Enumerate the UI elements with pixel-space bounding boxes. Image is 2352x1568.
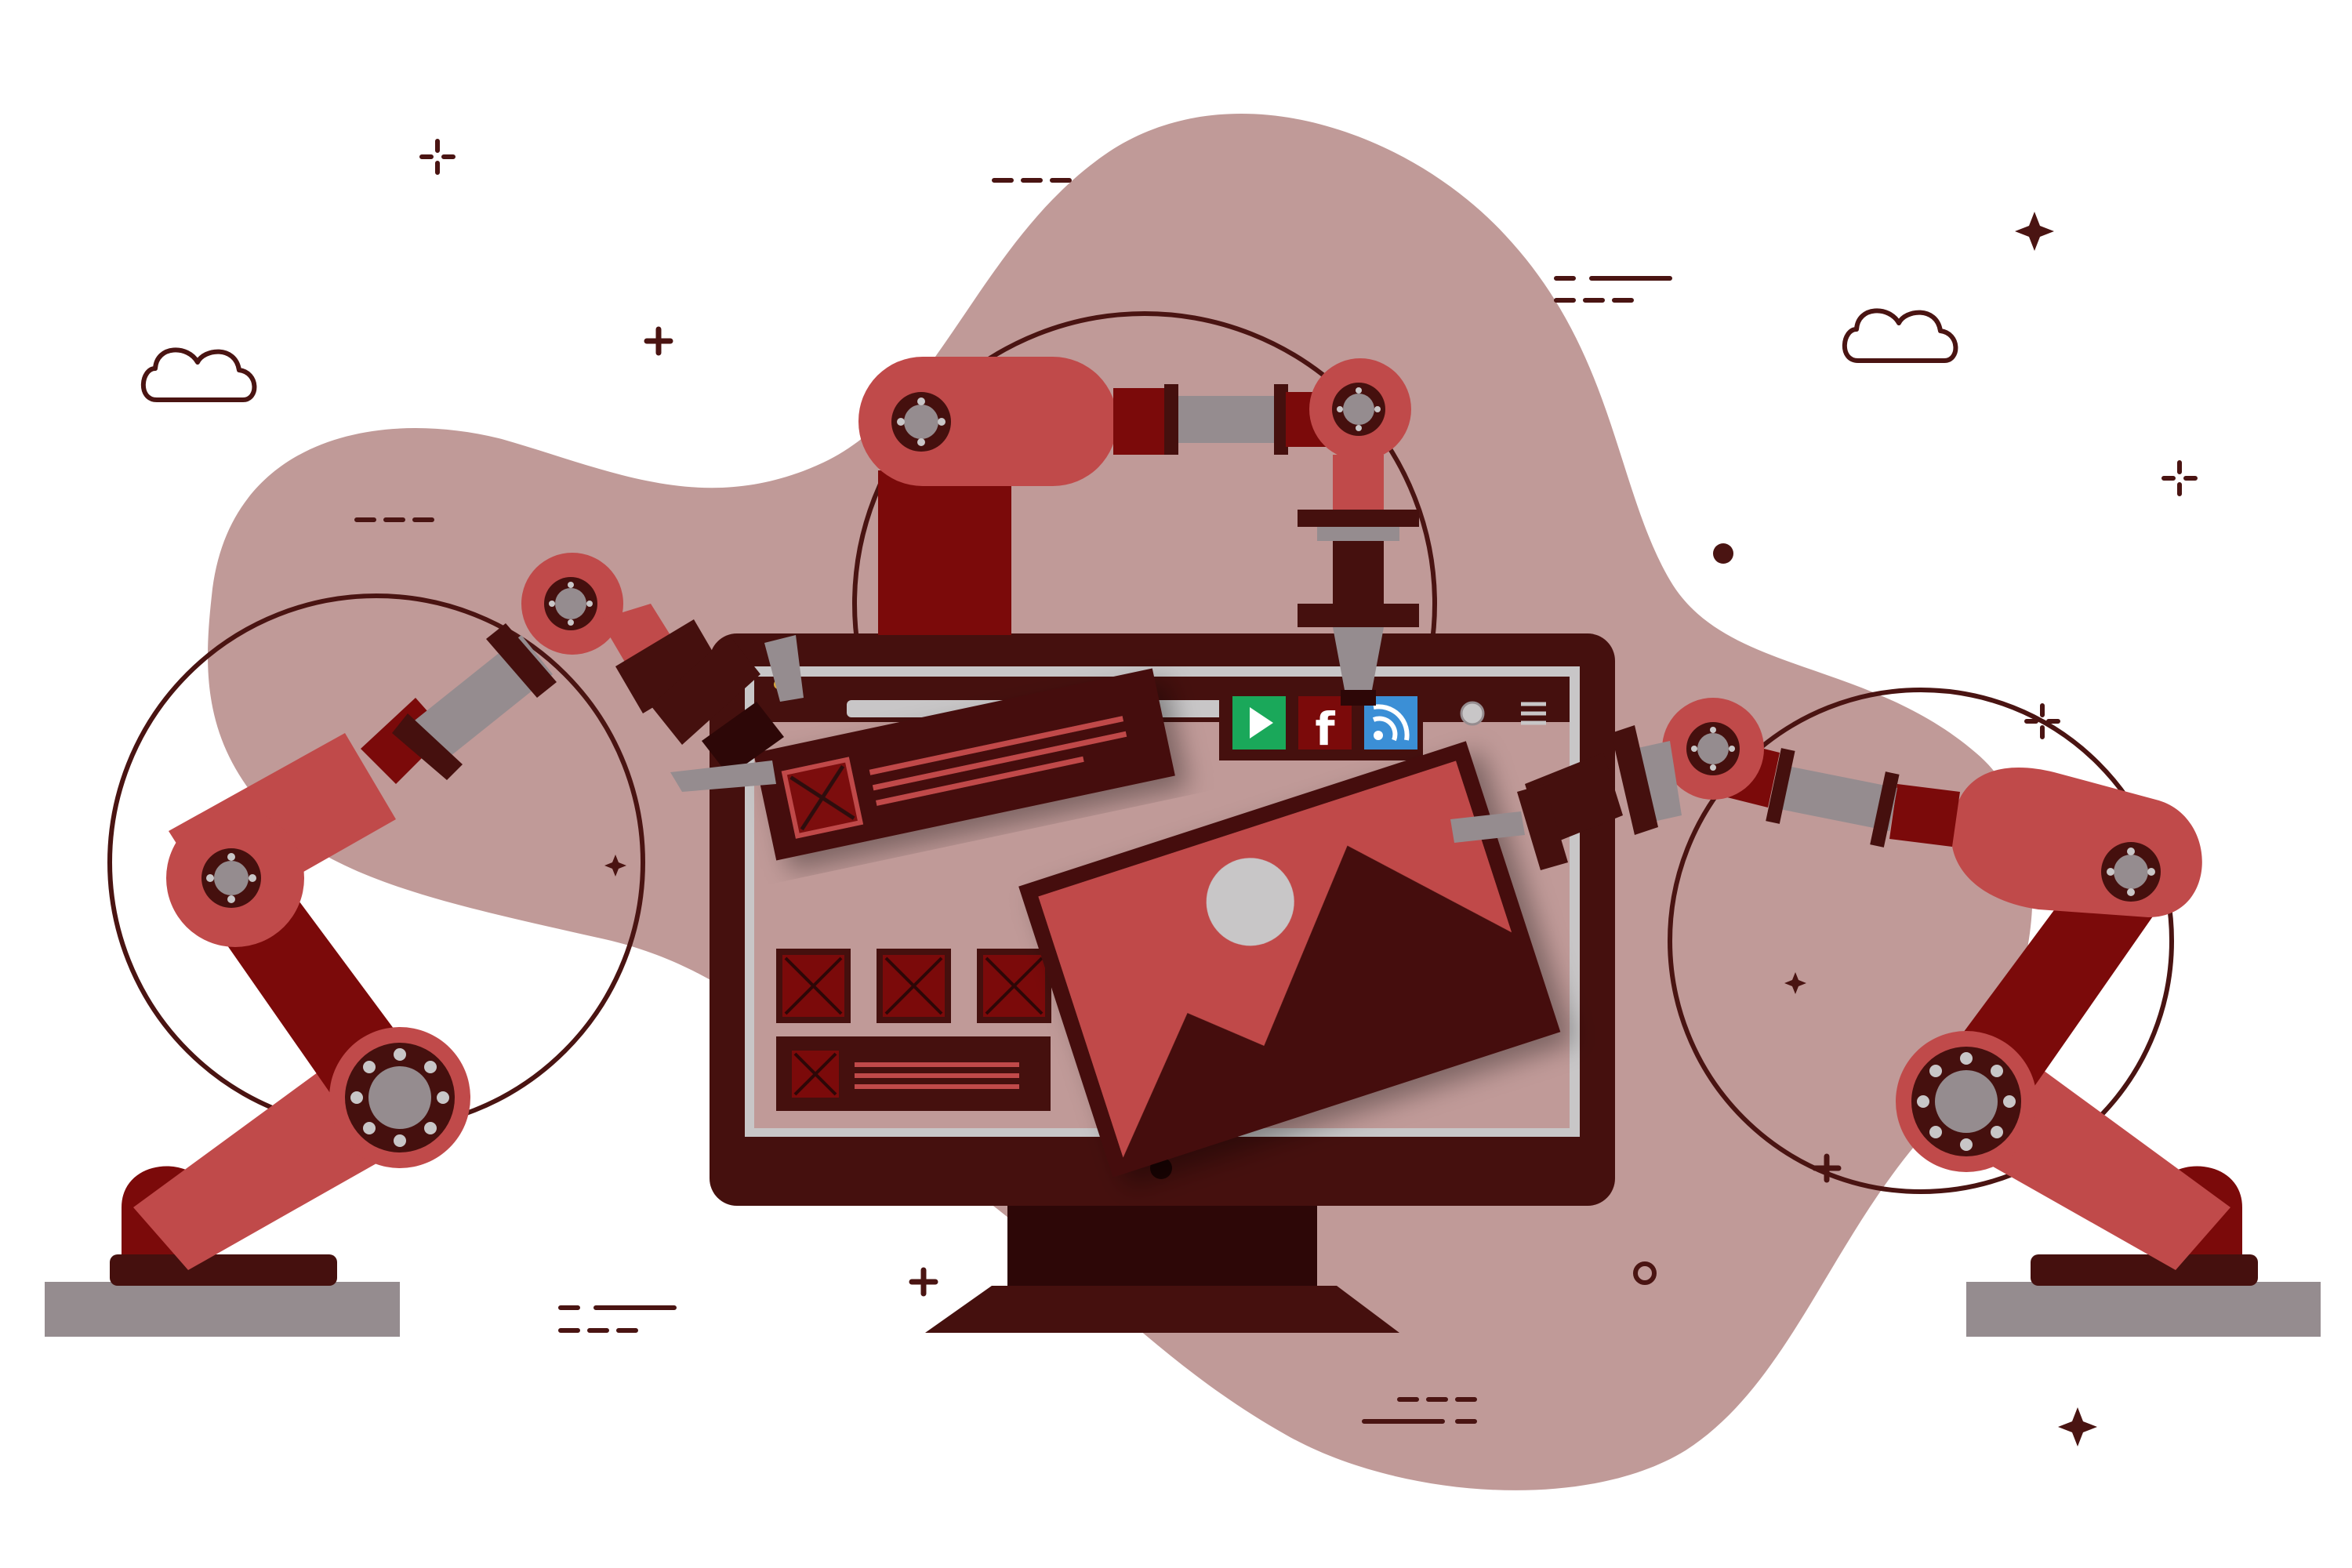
image-placeholder-icon: [877, 949, 951, 1023]
monitor-stand-base: [925, 1286, 1399, 1333]
gear-joint-icon: [329, 1027, 470, 1168]
robot-arm-left: [45, 553, 804, 1337]
hamburger-icon[interactable]: [1521, 702, 1546, 725]
gear-joint-icon: [1896, 1031, 2037, 1172]
robot-gripper: [670, 760, 776, 792]
svg-text:f: f: [1315, 702, 1335, 756]
cloud-icon: [140, 347, 257, 402]
floating-image-card: [1018, 741, 1561, 1178]
dot-decoration: [1713, 543, 1733, 564]
gear-joint-icon: [891, 392, 951, 452]
sun-icon: [1206, 858, 1294, 946]
gear-joint-icon: [2101, 842, 2161, 902]
sparkle-icon: [604, 212, 2097, 1446]
image-placeholder-icon: [776, 949, 851, 1023]
text-block-card: [776, 1036, 1051, 1111]
gear-joint-icon: [1332, 383, 1385, 436]
image-placeholder-icon: [977, 949, 1051, 1023]
robot-gripper: [1333, 627, 1384, 690]
robot-gripper: [1450, 811, 1525, 843]
gear-joint-icon: [1686, 722, 1740, 775]
cloud-icon: [1842, 308, 1958, 363]
twinkle-icon: [419, 139, 2198, 739]
floating-header-card: [753, 668, 1175, 861]
gear-joint-icon: [201, 848, 261, 908]
outline-circle-right: [1668, 688, 2174, 1194]
refresh-icon[interactable]: [1460, 701, 1485, 726]
robot-arm-top: [858, 357, 1419, 706]
plus-icon: [644, 326, 1842, 1297]
dash-decoration: [354, 178, 1672, 1424]
ring-decoration: [1633, 1261, 1657, 1285]
play-icon[interactable]: [1232, 696, 1286, 750]
robot-arm-right: [1450, 698, 2321, 1337]
gear-joint-icon: [544, 577, 597, 630]
image-placeholder-row: [776, 949, 1051, 1023]
robot-base-plate: [45, 1282, 400, 1337]
monitor-stand-neck: [1007, 1203, 1317, 1298]
robot-base-plate: [1966, 1282, 2321, 1337]
robot-arm-upper: [858, 357, 1117, 486]
